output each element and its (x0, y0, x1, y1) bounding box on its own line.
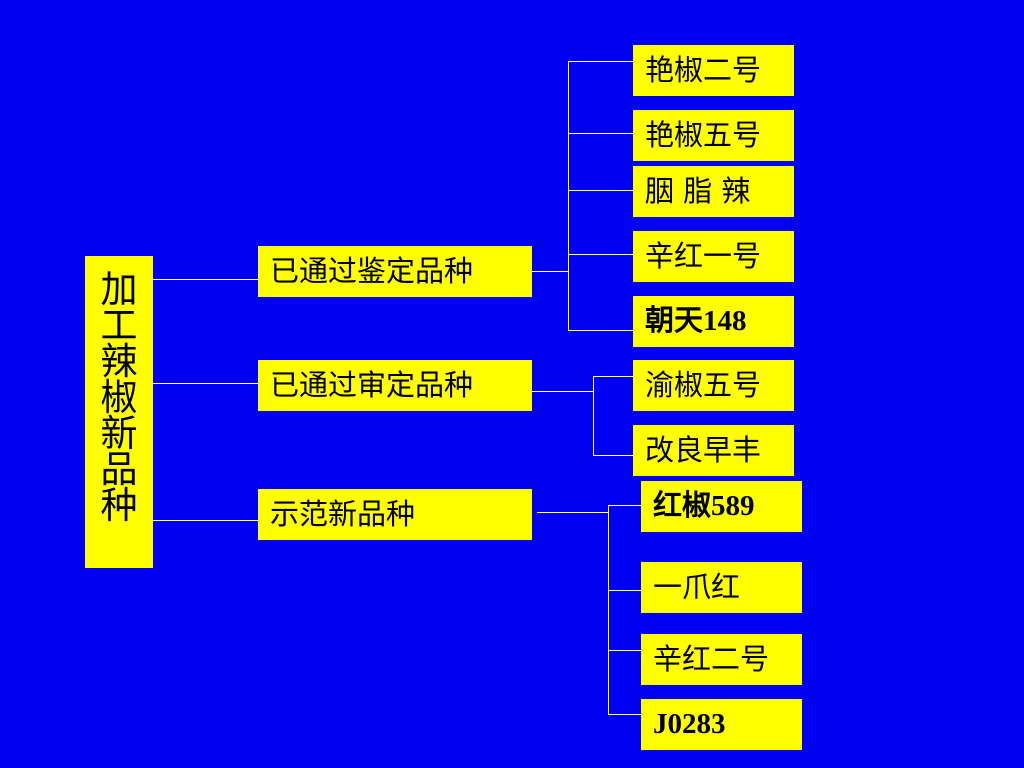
category-approved-varieties: 已通过审定品种 (258, 360, 532, 411)
root-char: 辣 (100, 340, 138, 383)
root-char: 新 (100, 412, 138, 455)
connector-cat2-item1 (593, 376, 633, 377)
connector-cat3-item4 (608, 714, 641, 715)
root-node: 加 工 辣 椒 新 品 种 (85, 256, 153, 568)
root-char: 椒 (100, 376, 138, 419)
connector-cat3-item1 (608, 505, 641, 506)
variety-yanjiao-2: 艳椒二号 (633, 45, 794, 96)
root-char: 加 (100, 268, 138, 311)
category-demo-varieties: 示范新品种 (258, 489, 532, 540)
connector-cat1-item1 (568, 61, 633, 62)
root-char: 种 (100, 484, 138, 527)
connector-cat1-trunk (568, 61, 569, 331)
variety-j0283: J0283 (641, 699, 802, 750)
connector-cat2-item2 (593, 455, 633, 456)
variety-gailiang-zaofeng: 改良早丰 (633, 425, 794, 476)
connector-cat1-item2 (568, 133, 633, 134)
connector-cat3-item3 (608, 650, 641, 651)
variety-yanzhila: 胭 脂 辣 (633, 166, 794, 217)
connector-cat1-item4 (568, 254, 633, 255)
variety-xinhong-1: 辛红一号 (633, 231, 794, 282)
connector-root-cat1 (153, 279, 258, 280)
connector-cat3-stem (537, 512, 609, 513)
connector-root-cat3 (153, 520, 258, 521)
variety-chaotian-148: 朝天148 (633, 296, 794, 347)
category-appraised-varieties: 已通过鉴定品种 (258, 246, 532, 297)
connector-cat1-item3 (568, 190, 633, 191)
connector-cat3-trunk (608, 505, 609, 715)
connector-cat3-item2 (608, 590, 641, 591)
root-char: 工 (100, 304, 138, 347)
variety-yanjiao-5: 艳椒五号 (633, 110, 794, 161)
connector-cat1-stem (532, 271, 569, 272)
variety-yujiao-5: 渝椒五号 (633, 360, 794, 411)
variety-hongjiao-589: 红椒589 (641, 481, 802, 532)
root-char: 品 (100, 448, 138, 491)
connector-cat2-stem (532, 391, 594, 392)
connector-cat1-item5 (568, 330, 633, 331)
variety-xinhong-2: 辛红二号 (641, 634, 802, 685)
variety-yizhuahong: 一爪红 (641, 562, 802, 613)
connector-cat2-trunk (593, 376, 594, 456)
connector-root-cat2 (153, 383, 258, 384)
